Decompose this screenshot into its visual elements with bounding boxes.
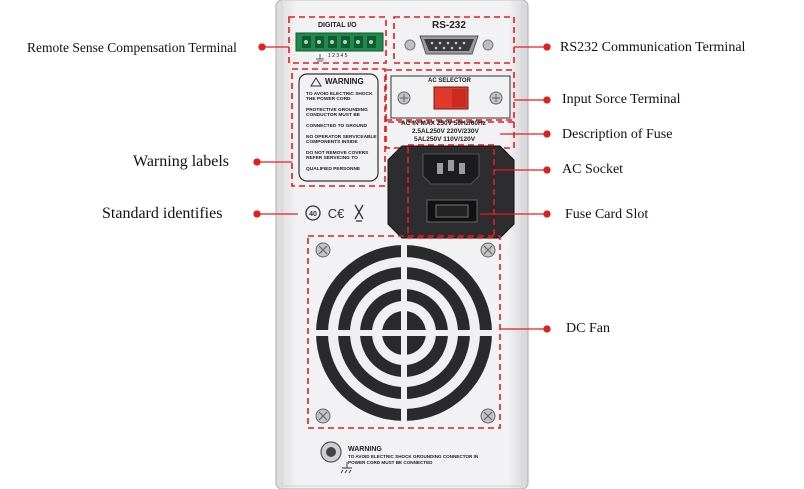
fuse-line-2: 2.5AL250V 220V/230V	[412, 128, 479, 135]
svg-text:40: 40	[309, 211, 317, 218]
callout-warning-labels: Warning labels	[133, 153, 230, 170]
warning-line: REFER SERVICING TO	[306, 156, 358, 162]
rs232-port	[393, 16, 515, 64]
bottom-warning-line-2: POWER CORD MUST BE CONNECTED	[348, 460, 433, 465]
warning-title: WARNING	[325, 77, 364, 86]
callout-fuse-card-slot: Fuse Card Slot	[565, 207, 649, 222]
fuse-line-1: AC IN MAX 250V 50Hz/60Hz	[401, 120, 486, 127]
callout-ac-socket: AC Socket	[562, 162, 624, 177]
callout-input-source: Input Sorce Terminal	[562, 92, 681, 107]
ac-selector-area	[385, 69, 515, 123]
fuse-line-3: 5AL250V 110V/120V	[414, 136, 476, 143]
digital-io-terminal	[288, 16, 387, 64]
callout-fuse-description: Description of Fuse	[562, 127, 673, 142]
warning-line: NO OPERATOR SERVICEABLE	[306, 135, 377, 141]
rs232-label: RS-232	[432, 20, 466, 31]
warning-line: DO NOT REMOVE COVERS	[306, 151, 369, 157]
warning-text-block: TO AVOID ELECTRIC SHOCK THE POWER CORD P…	[306, 92, 378, 172]
svg-text:C€: C€	[328, 206, 345, 221]
warning-line: QUALIFIED PERSONNE	[306, 167, 361, 173]
bottom-warning-line-1: TO AVOID ELECTRIC SHOCK GROUNDING CONNEC…	[348, 454, 479, 459]
ac-selector-label: AC SELECTOR	[428, 78, 471, 84]
ground-terminal	[320, 441, 352, 474]
bottom-warning-title: WARNING	[348, 446, 382, 453]
dc-fan	[307, 235, 501, 429]
warning-line: TO AVOID ELECTRIC SHOCK	[306, 92, 373, 97]
warning-line: CONNECTED TO GROUND	[306, 124, 367, 130]
callout-standard-identifies: Standard identifies	[102, 205, 223, 222]
warning-line: CONDUCTOR MUST BE	[306, 113, 361, 119]
warning-line: COMPONENTS INSIDE	[306, 140, 358, 146]
standard-marks: 40 C€	[305, 204, 364, 222]
warning-line: THE POWER CORD	[306, 97, 351, 103]
pin-numbers: 1 2 3 4 5	[328, 53, 348, 59]
digital-io-label: DIGITAL I/O	[318, 22, 357, 29]
callout-rs232: RS232 Communication Terminal	[560, 40, 746, 55]
callout-dc-fan: DC Fan	[566, 321, 610, 336]
ac-socket	[387, 144, 515, 239]
warning-label-area	[291, 68, 386, 187]
warning-line: PROTECTIVE GROUNDING	[306, 108, 368, 114]
callout-remote-sense: Remote Sense Compensation Terminal	[27, 40, 237, 55]
